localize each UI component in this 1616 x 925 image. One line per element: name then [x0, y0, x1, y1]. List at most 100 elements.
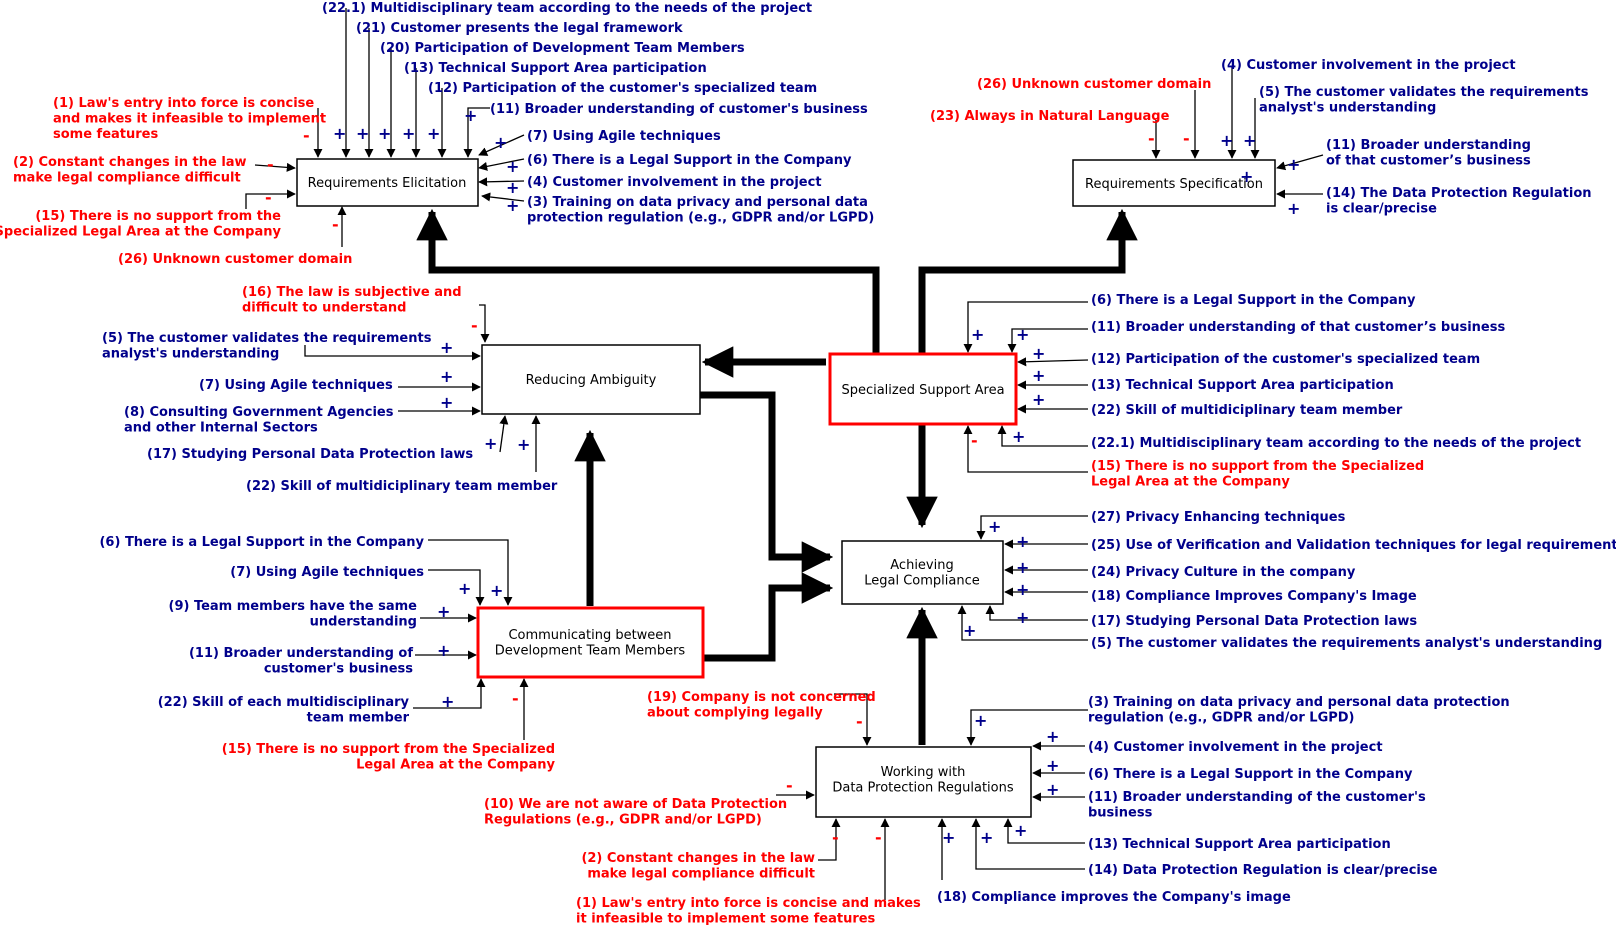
label-line: (19) Company is not concerned [647, 690, 876, 705]
label-line: (25) Use of Verification and Validation … [1091, 538, 1616, 553]
factor-label: (26) Unknown customer domain [118, 252, 352, 267]
label-line: (5) The customer validates the requireme… [1091, 636, 1602, 651]
factor-connectors [245, 8, 1324, 900]
label-line: (4) Customer involvement in the project [1221, 58, 1516, 73]
plus-sign: + [1016, 608, 1029, 627]
label-line: (18) Compliance improves the Company's i… [937, 890, 1291, 905]
factor-label: (5) The customer validates the requireme… [1091, 636, 1602, 651]
factor-label: (15) There is no support from the Specia… [1091, 459, 1424, 490]
plus-sign: + [1046, 780, 1059, 799]
label-line: (6) There is a Legal Support in the Comp… [1088, 767, 1413, 782]
label-line: regulation (e.g., GDPR and/or LGPD) [1088, 711, 1355, 726]
label-line: (27) Privacy Enhancing techniques [1091, 510, 1346, 525]
factor-label: (15) There is no support from the Specia… [222, 742, 556, 773]
factor-label: (7) Using Agile techniques [199, 378, 393, 393]
label-line: (22.1) Multidisciplinary team according … [1091, 436, 1581, 451]
label-line: (22.1) Multidisciplinary team according … [322, 1, 812, 16]
label-line: (15) There is no support from the Specia… [222, 742, 555, 757]
plus-sign: + [1046, 756, 1059, 775]
label-line: (10) We are not aware of Data Protection [484, 797, 787, 812]
factor-label: (6) There is a Legal Support in the Comp… [1088, 767, 1413, 782]
flow-arrow [700, 391, 834, 573]
minus-sign: - [875, 828, 882, 847]
box-label: Requirements Elicitation [308, 176, 467, 191]
plus-sign: + [1220, 131, 1233, 150]
factor-label: (23) Always in Natural Language [930, 109, 1170, 124]
plus-sign: + [942, 828, 955, 847]
label-line: (23) Always in Natural Language [930, 109, 1170, 124]
factor-label: (12) Participation of the customer's spe… [1091, 352, 1480, 367]
label-line: (6) There is a Legal Support in the Comp… [1091, 293, 1416, 308]
plus-sign: + [1287, 199, 1300, 218]
factor-label: (22) Skill of multidiciplinary team memb… [246, 479, 558, 494]
factor-label: (5) The customer validates the requireme… [102, 331, 432, 362]
label-line: Development Team Members [495, 644, 686, 659]
minus-sign: - [303, 126, 310, 145]
label-line: Working with [881, 765, 966, 780]
factor-label: (21) Customer presents the legal framewo… [356, 21, 683, 36]
factor-label: (17) Studying Personal Data Protection l… [147, 447, 473, 462]
plus-sign: + [1032, 344, 1045, 363]
factor-label: (22.1) Multidisciplinary team according … [322, 1, 812, 16]
minus-sign: - [786, 776, 793, 795]
label-line: (5) The customer validates the requireme… [102, 331, 432, 346]
label-line: (9) Team members have the same [169, 599, 418, 614]
factor-label: (24) Privacy Culture in the company [1091, 565, 1356, 580]
box-requirements-specification: Requirements Specification [1072, 159, 1276, 207]
plus-sign: + [440, 393, 453, 412]
label-line: Communicating between [508, 628, 671, 643]
label-line: and makes it infeasible to implement [53, 112, 326, 127]
label-line: (11) Broader understanding of customer's… [490, 102, 868, 117]
plus-sign: + [356, 124, 369, 143]
minus-sign: - [1148, 129, 1155, 148]
factor-label: (13) Technical Support Area participatio… [404, 61, 707, 76]
label-line: (14) The Data Protection Regulation [1326, 186, 1592, 201]
factor-label: (3) Training on data privacy and persona… [1088, 695, 1510, 726]
plus-sign: + [1014, 821, 1027, 840]
box-specialized-support-area: Specialized Support Area [828, 352, 1018, 426]
plus-sign: + [437, 641, 450, 660]
factor-label: (5) The customer validates the requireme… [1259, 85, 1589, 116]
label-line: (17) Studying Personal Data Protection l… [1091, 614, 1417, 629]
factor-label: (22) Skill of multidiciplinary team memb… [1091, 403, 1403, 418]
box-label: Specialized Support Area [841, 383, 1004, 398]
label-line: it infeasible to implement some features [576, 912, 876, 925]
label-line: (18) Compliance Improves Company's Image [1091, 589, 1417, 604]
plus-sign: + [437, 602, 450, 621]
label-line: (14) Data Protection Regulation is clear… [1088, 863, 1438, 878]
factor-label: (1) Law's entry into force is concise an… [576, 896, 921, 925]
plus-sign: + [506, 196, 519, 215]
plus-sign: + [440, 338, 453, 357]
label-line: difficult to understand [242, 301, 406, 316]
label-line: understanding [310, 615, 417, 630]
label-line: (4) Customer involvement in the project [1088, 740, 1383, 755]
label-line: (12) Participation of the customer's spe… [428, 81, 817, 96]
plus-sign: + [1016, 532, 1029, 551]
label-line: (1) Law's entry into force is concise [53, 96, 314, 111]
plus-sign: + [1243, 131, 1256, 150]
influence-signs: + + + + + + + + + + - - - - - - + + + + … [265, 106, 1300, 847]
label-line: Specialized Support Area [841, 383, 1004, 398]
label-line: Achieving [890, 558, 953, 573]
plus-sign: + [988, 517, 1001, 536]
label-line: (13) Technical Support Area participatio… [1091, 378, 1394, 393]
label-line: Requirements Specification [1085, 177, 1263, 192]
minus-sign: - [832, 828, 839, 847]
plus-sign: + [980, 828, 993, 847]
plus-sign: + [402, 124, 415, 143]
label-line: (20) Participation of Development Team M… [380, 41, 745, 56]
plus-sign: + [1046, 727, 1059, 746]
label-line: (22) Skill of multidiciplinary team memb… [1091, 403, 1403, 418]
